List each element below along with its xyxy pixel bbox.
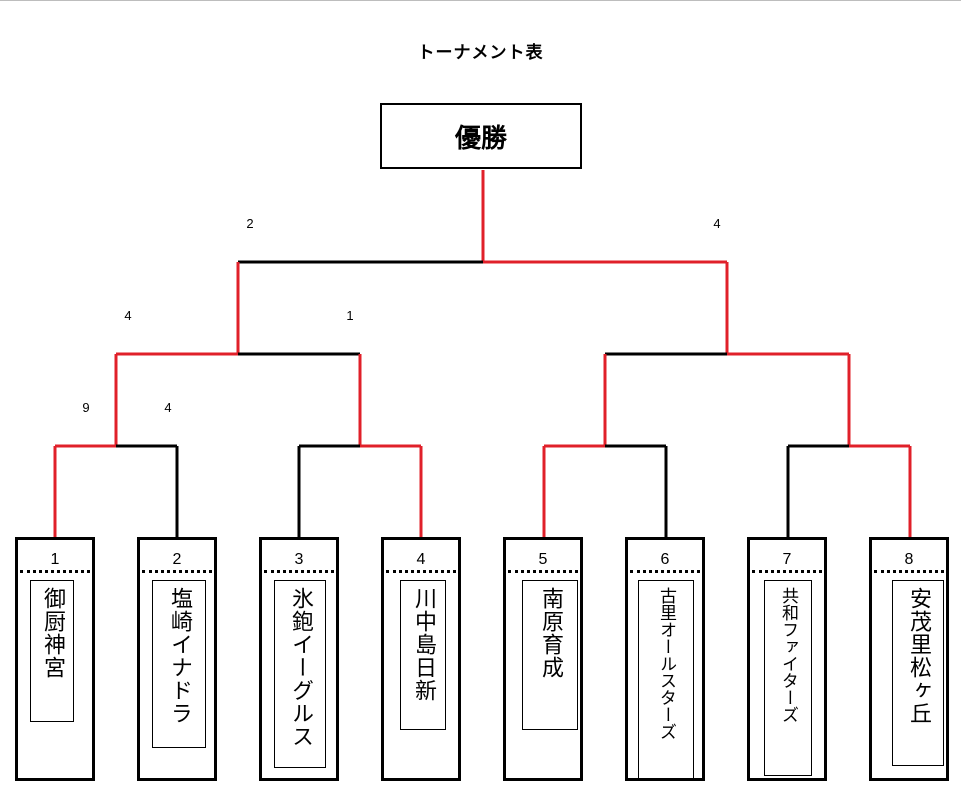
- champion-label: 優勝: [454, 123, 507, 154]
- dotted-divider: [874, 570, 944, 573]
- dotted-divider: [264, 570, 334, 573]
- team-name: 古里オールスターズ: [638, 580, 694, 780]
- team-name: 共和ファイターズ: [764, 580, 812, 776]
- dotted-divider: [20, 570, 90, 573]
- champion-box: 優勝: [380, 103, 582, 169]
- team-number: 3: [294, 551, 304, 568]
- team-number: 5: [538, 551, 548, 568]
- team-name: 川中島日新: [400, 580, 446, 730]
- score-qf1-right: 4: [164, 400, 172, 415]
- team-slot-4: 4 川中島日新: [381, 537, 461, 781]
- score-final-left: 2: [246, 216, 254, 231]
- score-qf1-left: 9: [82, 400, 90, 415]
- team-number: 4: [416, 551, 426, 568]
- team-name: 氷鉋イーグルス: [274, 580, 326, 768]
- team-slot-2: 2 塩崎イナドラ: [137, 537, 217, 781]
- team-slot-7: 7 共和ファイターズ: [747, 537, 827, 781]
- dotted-divider: [752, 570, 822, 573]
- team-name: 御厨神宮: [30, 580, 74, 722]
- team-number: 1: [50, 551, 60, 568]
- dotted-divider: [508, 570, 578, 573]
- dotted-divider: [386, 570, 456, 573]
- score-semi-left-bottom: 1: [346, 308, 354, 323]
- team-slot-3: 3 氷鉋イーグルス: [259, 537, 339, 781]
- team-number: 6: [660, 551, 670, 568]
- team-number: 2: [172, 551, 182, 568]
- team-slot-8: 8 安茂里松ヶ丘: [869, 537, 949, 781]
- team-slot-6: 6 古里オールスターズ: [625, 537, 705, 781]
- score-final-right: 4: [713, 216, 721, 231]
- dotted-divider: [630, 570, 700, 573]
- team-slot-5: 5 南原育成: [503, 537, 583, 781]
- team-number: 8: [904, 551, 914, 568]
- page-title: トーナメント表: [417, 43, 544, 63]
- team-slot-1: 1 御厨神宮: [15, 537, 95, 781]
- dotted-divider: [142, 570, 212, 573]
- team-name: 南原育成: [522, 580, 578, 730]
- team-name: 塩崎イナドラ: [152, 580, 206, 748]
- team-number: 7: [782, 551, 792, 568]
- top-rule: [0, 0, 961, 1]
- team-name: 安茂里松ヶ丘: [892, 580, 944, 766]
- score-semi-left-top: 4: [124, 308, 132, 323]
